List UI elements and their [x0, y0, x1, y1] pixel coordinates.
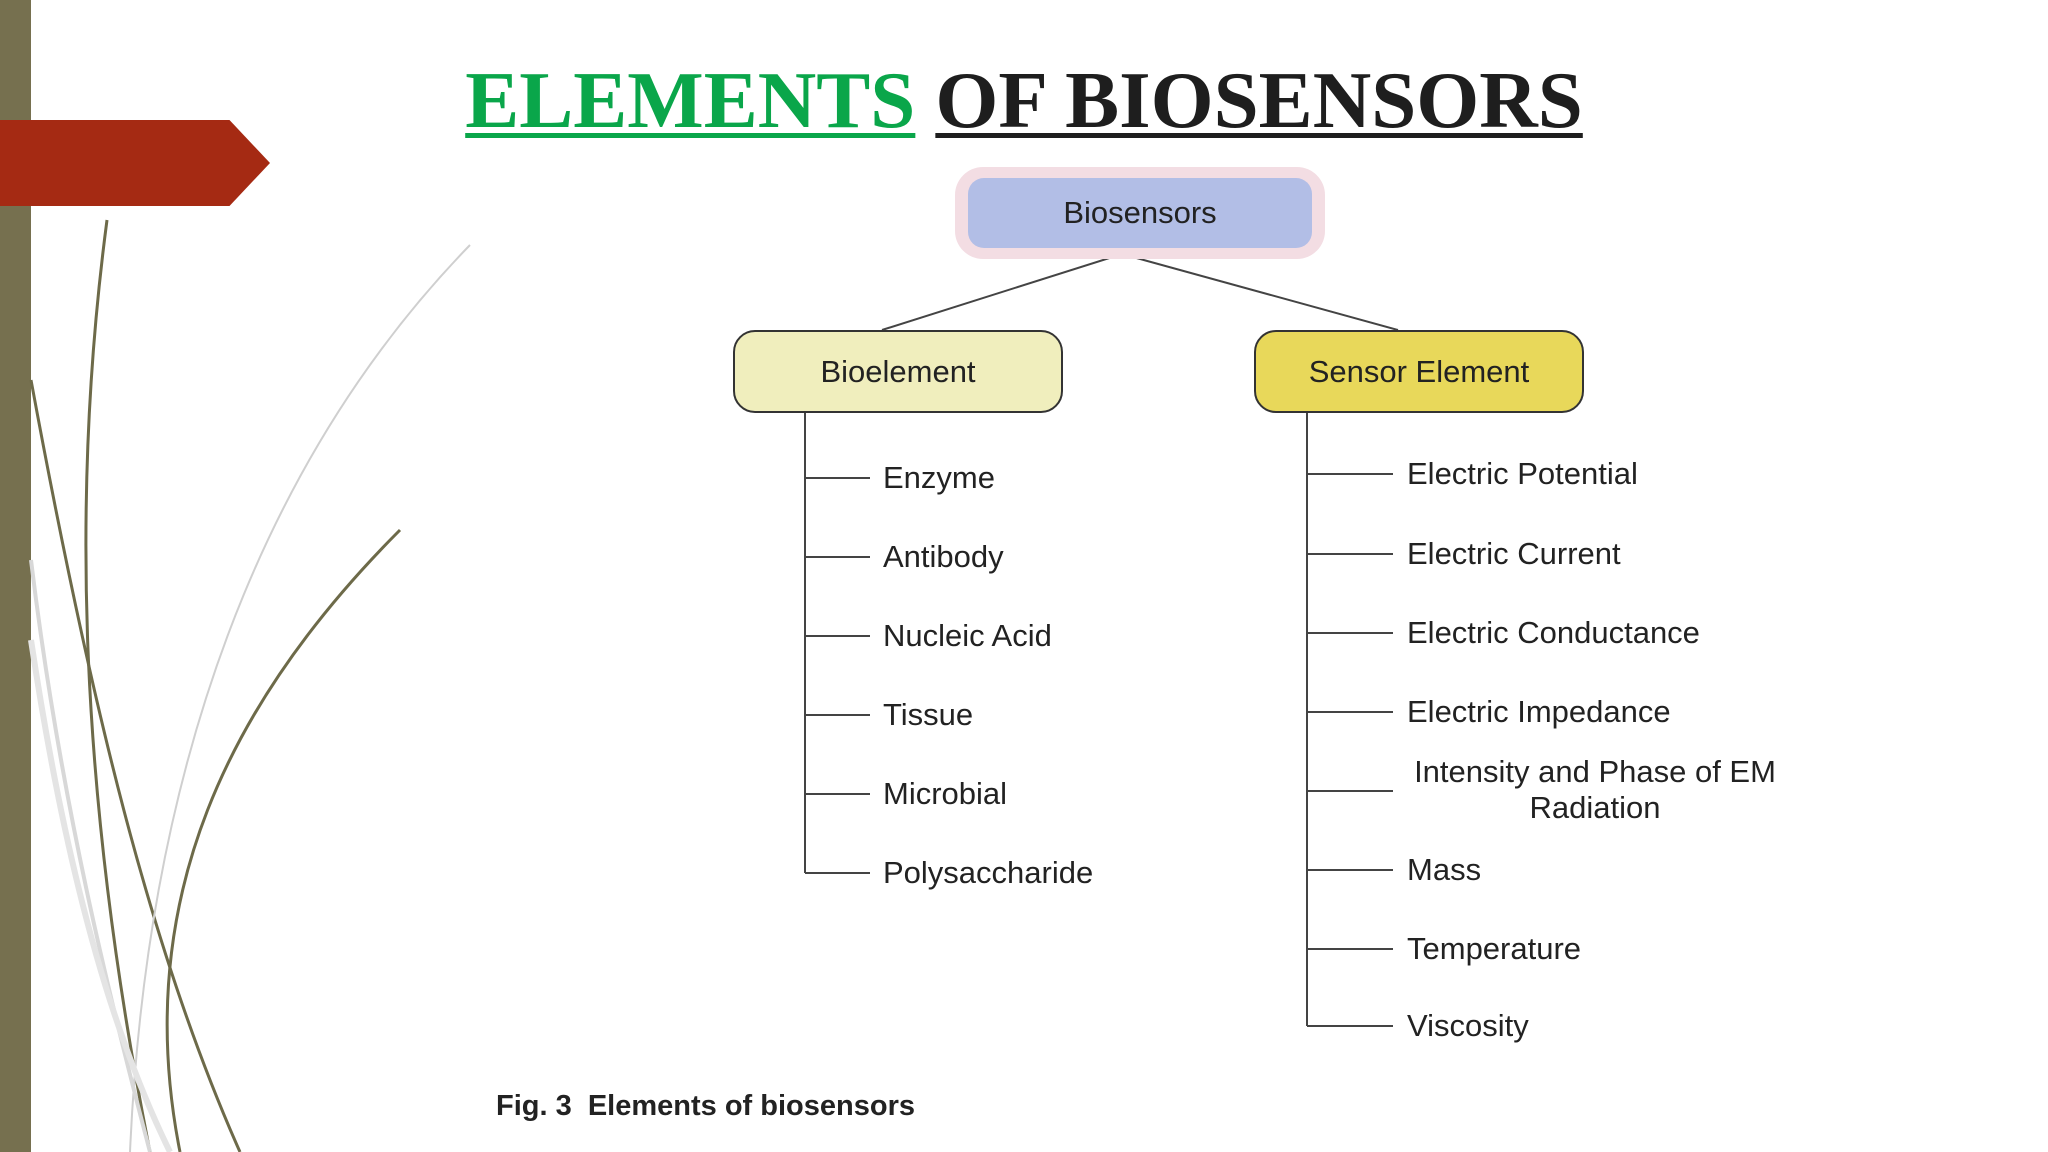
bio-item-antibody: Antibody — [883, 539, 1004, 574]
bio-item-tissue: Tissue — [883, 697, 974, 732]
sensor-item-electric-conductance: Electric Conductance — [1407, 615, 1700, 650]
bio-item-enzyme: Enzyme — [883, 460, 995, 495]
node-bioelement: Bioelement — [733, 330, 1063, 413]
decorative-swoosh-lines — [28, 219, 471, 1152]
root-node-biosensors: Biosensors — [968, 178, 1312, 248]
sensor-item-mass: Mass — [1407, 852, 1482, 887]
accent-arrow-shape — [0, 120, 270, 206]
title-word-elements: ELEMENTS — [465, 55, 916, 145]
sensor-item-em-radiation: Intensity and Phase of EM Radiation — [1414, 754, 1776, 825]
node-sensor-element: Sensor Element — [1254, 330, 1584, 413]
bio-item-microbial: Microbial — [883, 776, 1008, 811]
title-word-biosensors: OF BIOSENSORS — [935, 55, 1583, 145]
sensor-item-electric-impedance: Electric Impedance — [1407, 694, 1671, 729]
sensor-item-electric-potential: Electric Potential — [1407, 456, 1638, 491]
sensor-item-electric-current: Electric Current — [1407, 536, 1621, 571]
sensor-item-viscosity: Viscosity — [1407, 1008, 1529, 1043]
sensor-item-temperature: Temperature — [1407, 931, 1582, 966]
figure-caption: Fig. 3 Elements of biosensors — [496, 1090, 915, 1122]
bio-item-nucleic-acid: Nucleic Acid — [883, 618, 1052, 653]
bio-item-polysaccharide: Polysaccharide — [883, 855, 1094, 890]
